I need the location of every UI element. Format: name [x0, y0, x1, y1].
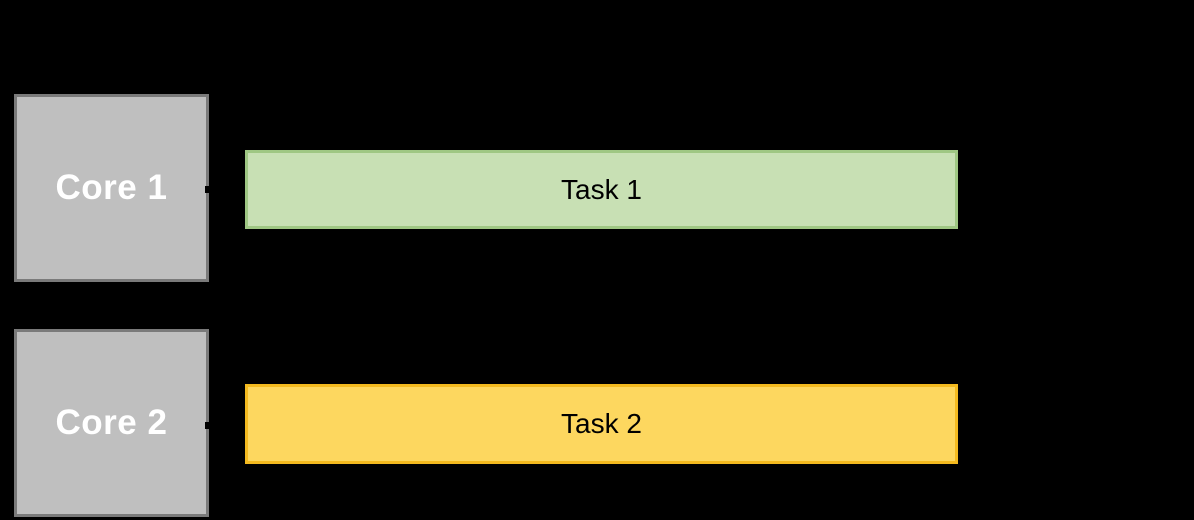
task-1-label: Task 1: [561, 173, 642, 205]
core-2-box: Core 2: [14, 329, 209, 517]
task-1-bar: Task 1: [245, 150, 958, 229]
core-1-label: Core 1: [55, 168, 168, 207]
core-1-connector-notch: [205, 186, 211, 193]
core-1-box: Core 1: [14, 94, 209, 282]
task-2-label: Task 2: [561, 408, 642, 439]
core-2-label: Core 2: [55, 403, 168, 442]
task-2-bar: Task 2: [245, 384, 958, 464]
core-2-connector-notch: [205, 422, 211, 429]
